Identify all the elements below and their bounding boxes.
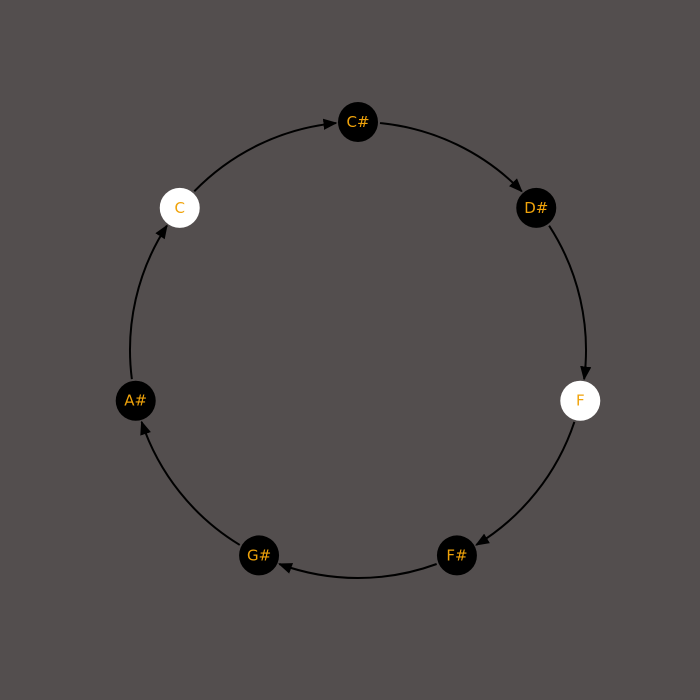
transition-arrows	[129, 118, 592, 579]
arrow-c-sharp-to-d-sharp	[379, 122, 523, 193]
note-node-d-sharp: D#	[516, 187, 557, 228]
note-circle	[338, 102, 378, 142]
note-circle	[560, 380, 601, 421]
note-circle	[516, 187, 557, 228]
arrow-f-sharp-to-g-sharp	[278, 563, 438, 579]
note-label: C#	[346, 113, 369, 131]
note-node-g-sharp: G#	[239, 535, 280, 576]
note-node-c: C	[159, 187, 200, 228]
note-label: A#	[124, 392, 147, 410]
note-node-f: F	[560, 380, 601, 421]
note-label: D#	[524, 199, 548, 217]
arrow-a-sharp-to-c	[129, 224, 168, 380]
note-node-c-sharp: C#	[338, 102, 378, 142]
arrow-g-sharp-to-a-sharp	[140, 420, 241, 546]
note-node-f-sharp: F#	[436, 535, 477, 576]
arrow-d-sharp-to-f	[548, 225, 592, 381]
note-node-a-sharp: A#	[115, 380, 156, 421]
note-circle	[239, 535, 280, 576]
note-circle	[159, 187, 200, 228]
note-circle	[436, 535, 477, 576]
note-label: F#	[446, 546, 467, 564]
note-label: G#	[247, 546, 271, 564]
note-label: F	[576, 392, 585, 410]
arrow-f-to-f-sharp	[475, 421, 576, 546]
arrow-c-to-c-sharp	[193, 118, 338, 193]
note-nodes: C# D# F F# G# A# C	[115, 102, 601, 576]
note-circle	[115, 380, 156, 421]
note-label: C	[174, 199, 184, 217]
